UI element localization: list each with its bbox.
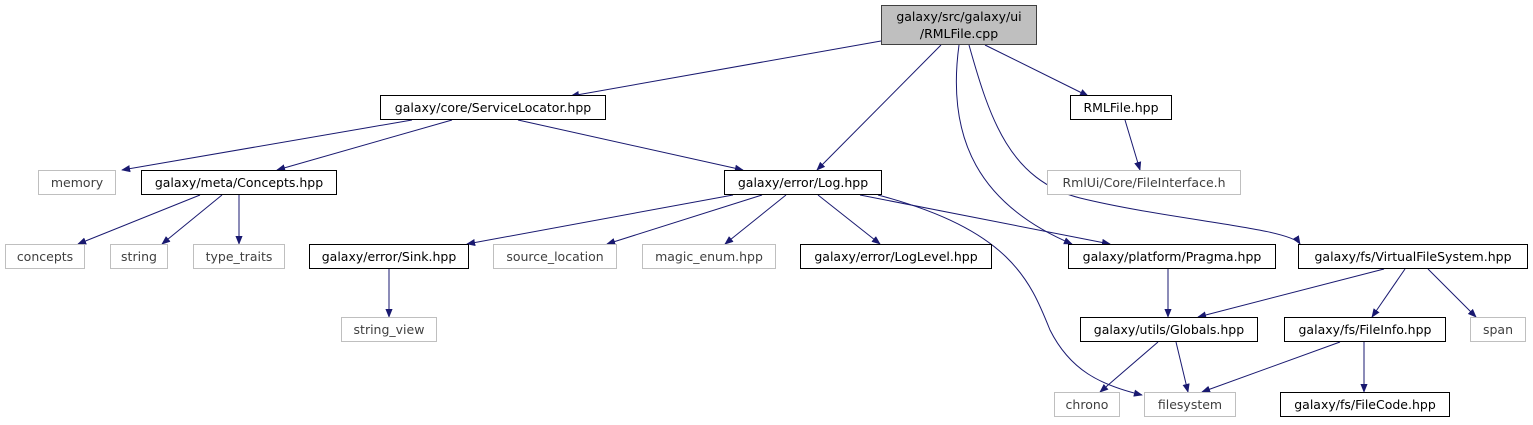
edge-log-sourcelocation bbox=[606, 194, 763, 245]
node-span: span bbox=[1470, 317, 1526, 342]
node-label: galaxy/fs/FileInfo.hpp bbox=[1298, 322, 1432, 337]
node-chrono: chrono bbox=[1054, 392, 1120, 417]
edge-root-vfs bbox=[968, 44, 1301, 245]
node-fileinfo-hpp[interactable]: galaxy/fs/FileInfo.hpp bbox=[1284, 317, 1446, 342]
node-label: galaxy/error/Sink.hpp bbox=[321, 249, 457, 264]
node-concepts-hpp[interactable]: galaxy/meta/Concepts.hpp bbox=[141, 170, 337, 195]
node-label: magic_enum.hpp bbox=[655, 249, 763, 264]
node-label: string bbox=[121, 249, 157, 264]
node-label: galaxy/platform/Pragma.hpp bbox=[1082, 249, 1262, 264]
node-root-line-2: /RMLFile.cpp bbox=[919, 26, 999, 41]
node-memory: memory bbox=[38, 170, 116, 195]
node-label: chrono bbox=[1065, 397, 1109, 412]
node-filecode-hpp[interactable]: galaxy/fs/FileCode.hpp bbox=[1280, 392, 1450, 417]
node-label: memory bbox=[50, 175, 104, 190]
node-label: RmlUi/Core/FileInterface.h bbox=[1062, 175, 1226, 190]
edge-log-filesystem bbox=[877, 194, 1143, 397]
edge-vfs-fileinfo bbox=[1371, 268, 1406, 318]
edge-vfs-span bbox=[1427, 268, 1477, 318]
node-filesystem: filesystem bbox=[1144, 392, 1236, 417]
edge-servicelocator-memory bbox=[121, 119, 413, 173]
edge-root-pragma bbox=[955, 44, 1073, 245]
node-type-traits: type_traits bbox=[193, 244, 285, 269]
node-label: RMLFile.hpp bbox=[1083, 100, 1159, 115]
edge-globals-filesystem bbox=[1175, 341, 1190, 393]
node-magic-enum-hpp: magic_enum.hpp bbox=[642, 244, 776, 269]
node-label: string_view bbox=[353, 322, 425, 337]
node-label: span bbox=[1482, 322, 1514, 337]
edge-root-rmlfile bbox=[984, 44, 1089, 97]
node-label: galaxy/fs/VirtualFileSystem.hpp bbox=[1314, 249, 1512, 264]
edge-servicelocator-concepts bbox=[276, 119, 453, 172]
edge-log-sink bbox=[466, 194, 734, 247]
node-fileinterface-h: RmlUi/Core/FileInterface.h bbox=[1047, 170, 1241, 195]
edge-concepts-string bbox=[161, 194, 223, 245]
node-log-hpp[interactable]: galaxy/error/Log.hpp bbox=[724, 170, 882, 195]
node-label: galaxy/utils/Globals.hpp bbox=[1093, 322, 1245, 337]
node-label: galaxy/fs/FileCode.hpp bbox=[1294, 397, 1436, 412]
node-label: galaxy/error/Log.hpp bbox=[737, 175, 869, 190]
node-loglevel-hpp[interactable]: galaxy/error/LogLevel.hpp bbox=[800, 244, 992, 269]
node-string: string bbox=[110, 244, 168, 269]
edge-log-loglevel bbox=[817, 194, 881, 245]
edge-concepts-concepts bbox=[77, 194, 201, 245]
edge-log-magicenum bbox=[724, 194, 787, 245]
edge-servicelocator-log bbox=[517, 119, 744, 172]
node-root-line-1: galaxy/src/galaxy/ui bbox=[896, 9, 1022, 24]
node-service-locator-hpp[interactable]: galaxy/core/ServiceLocator.hpp bbox=[380, 95, 606, 120]
node-concepts: concepts bbox=[5, 244, 85, 269]
edge-fileinfo-filesystem bbox=[1201, 341, 1341, 393]
edge-vfs-globals bbox=[1197, 268, 1385, 319]
edge-root-log bbox=[816, 44, 942, 171]
node-globals-hpp[interactable]: galaxy/utils/Globals.hpp bbox=[1080, 317, 1258, 342]
node-string-view: string_view bbox=[341, 317, 437, 342]
node-source-location: source_location bbox=[493, 244, 617, 269]
node-pragma-hpp[interactable]: galaxy/platform/Pragma.hpp bbox=[1068, 244, 1276, 269]
edge-log-pragma bbox=[859, 194, 1111, 246]
node-sink-hpp[interactable]: galaxy/error/Sink.hpp bbox=[309, 244, 469, 269]
node-rmlfile-hpp[interactable]: RMLFile.hpp bbox=[1070, 95, 1172, 120]
node-label: filesystem bbox=[1157, 397, 1223, 412]
node-label: galaxy/core/ServiceLocator.hpp bbox=[394, 100, 592, 115]
node-label: galaxy/meta/Concepts.hpp bbox=[154, 175, 324, 190]
node-label: galaxy/error/LogLevel.hpp bbox=[814, 249, 978, 264]
edge-root-servicelocator bbox=[570, 40, 882, 99]
node-virtualfilesystem-hpp[interactable]: galaxy/fs/VirtualFileSystem.hpp bbox=[1298, 244, 1528, 269]
node-label: type_traits bbox=[205, 249, 273, 264]
edge-rmlfile-fileinterface bbox=[1124, 119, 1142, 171]
node-root-rmlfile-cpp: galaxy/src/galaxy/ui /RMLFile.cpp bbox=[881, 5, 1037, 45]
node-label: source_location bbox=[506, 249, 604, 264]
node-label: concepts bbox=[16, 249, 74, 264]
edge-globals-chrono bbox=[1099, 341, 1159, 393]
